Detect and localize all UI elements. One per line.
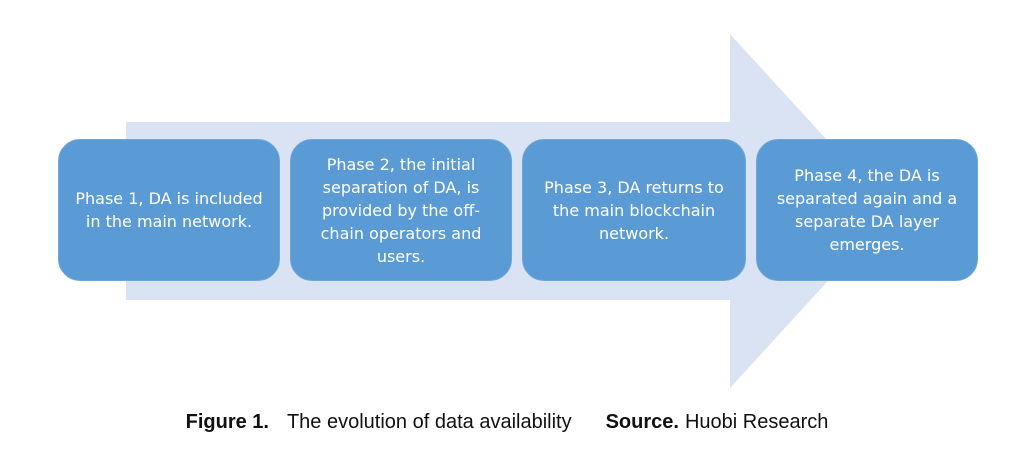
- source-label: Source.: [605, 411, 679, 433]
- phase-4-box: Phase 4, the DA is separated again and a…: [756, 139, 978, 281]
- source-name: Huobi Research: [684, 411, 829, 433]
- phase-1-box: Phase 1, DA is included in the main netw…: [58, 139, 280, 281]
- phase-3-box: Phase 3, DA returns to the main blockcha…: [522, 139, 746, 281]
- phase-3-label: Phase 3, DA returns to the main blockcha…: [544, 177, 724, 243]
- phase-4-label: Phase 4, the DA is separated again and a…: [776, 166, 958, 254]
- phase-1-label: Phase 1, DA is included in the main netw…: [75, 189, 263, 231]
- figure-title: The evolution of data availability: [286, 411, 572, 433]
- figure-label: Figure 1.: [185, 411, 269, 433]
- phase-2-label: Phase 2, the initial separation of DA, i…: [320, 154, 482, 266]
- figure-caption: Figure 1. The evolution of data availabil…: [0, 411, 1014, 434]
- phase-2-box: Phase 2, the initial separation of DA, i…: [290, 139, 512, 281]
